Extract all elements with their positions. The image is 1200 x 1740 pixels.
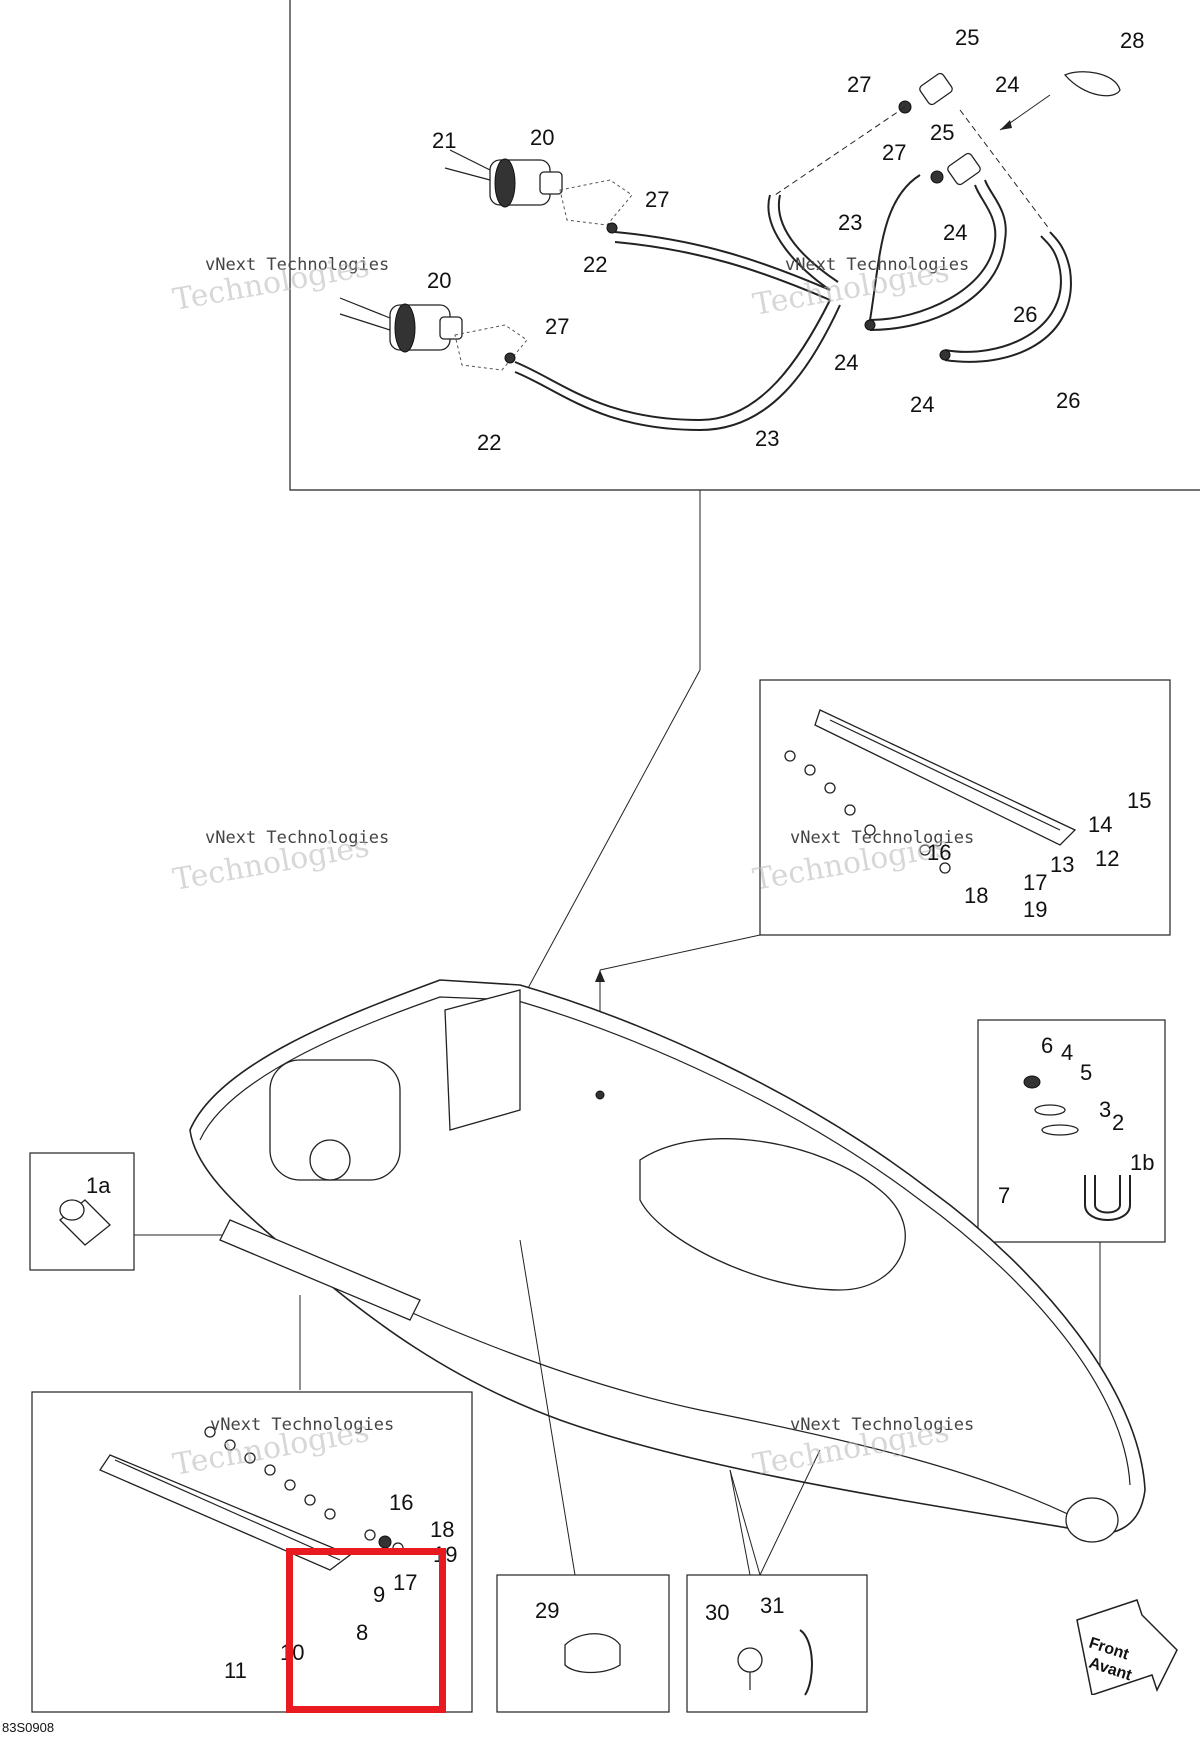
callout-2: 2 (1112, 1110, 1124, 1135)
part-1a-panel (29, 1152, 240, 1271)
strainer-part (1063, 71, 1121, 97)
svg-text:vNext Technologies: vNext Technologies (790, 1415, 974, 1435)
drain-plug-detail-panel (977, 1019, 1166, 1520)
callout-7: 7 (998, 1183, 1010, 1208)
part-30-31-panel (686, 1574, 868, 1713)
callout-12: 12 (1095, 846, 1119, 871)
part-29-panel (496, 1574, 670, 1713)
bilge-pump-upper (444, 149, 633, 226)
callout-1b: 1b (1130, 1150, 1154, 1175)
front-direction-arrow: Front Avant (1072, 1595, 1182, 1700)
callout-28: 28 (1120, 28, 1144, 53)
svg-text:vNext Technologies: vNext Technologies (790, 828, 974, 848)
callout-24: 24 (910, 392, 934, 417)
callout-22: 22 (477, 430, 501, 455)
highlight-rectangle (286, 1548, 446, 1713)
svg-text:vNext Technologies: vNext Technologies (785, 255, 969, 275)
callout-17: 17 (1023, 870, 1047, 895)
callout-9: 9 (373, 1582, 385, 1607)
callout-23: 23 (838, 210, 862, 235)
callout-27: 27 (882, 140, 906, 165)
top-detail-panel (289, 0, 1200, 1041)
callout-19: 19 (1023, 897, 1047, 922)
callout-13: 13 (1050, 852, 1074, 877)
svg-text:vNext Technologies: vNext Technologies (205, 255, 389, 275)
callout-17: 17 (393, 1570, 417, 1595)
callout-3: 3 (1099, 1097, 1111, 1122)
callout-16: 16 (389, 1490, 413, 1515)
svg-text:vNext Technologies: vNext Technologies (210, 1415, 394, 1435)
callout-27: 27 (645, 187, 669, 212)
callout-18: 18 (964, 883, 988, 908)
callout-16: 16 (927, 840, 951, 865)
callout-21: 21 (432, 128, 456, 153)
callout-15: 15 (1127, 788, 1151, 813)
callout-25: 25 (955, 25, 979, 50)
callout-11: 11 (224, 1658, 247, 1683)
callout-5: 5 (1080, 1060, 1092, 1085)
callout-20: 20 (530, 125, 554, 150)
callout-6: 6 (1041, 1033, 1053, 1058)
callout-14: 14 (1088, 812, 1112, 837)
callout-25: 25 (930, 120, 954, 145)
callout-8: 8 (356, 1620, 368, 1645)
fastener-row-upper (784, 750, 951, 874)
callout-20: 20 (427, 268, 451, 293)
callout-31: 31 (760, 1593, 784, 1618)
callout-27: 27 (847, 72, 871, 97)
callout-4: 4 (1061, 1040, 1073, 1065)
callout-30: 30 (705, 1600, 729, 1625)
svg-text:vNext Technologies: vNext Technologies (205, 828, 389, 848)
callout-24: 24 (943, 220, 967, 245)
callout-26: 26 (1013, 302, 1037, 327)
callout-27: 27 (545, 314, 569, 339)
grab-handle-detail-panel (595, 679, 1171, 1095)
callout-labels: 25 28 27 24 25 27 20 21 27 23 24 22 20 2… (86, 25, 1154, 1683)
callout-29: 29 (535, 1598, 559, 1623)
watercraft-hull (189, 979, 1146, 1576)
callout-1a: 1a (86, 1173, 111, 1198)
callout-23: 23 (755, 426, 779, 451)
drawing-code: 83S0908 (2, 1720, 55, 1735)
callout-24: 24 (834, 350, 858, 375)
callout-26: 26 (1056, 388, 1080, 413)
callout-18: 18 (430, 1517, 454, 1542)
callout-24: 24 (995, 72, 1019, 97)
bilge-pump-lower (339, 297, 528, 371)
callout-22: 22 (583, 252, 607, 277)
